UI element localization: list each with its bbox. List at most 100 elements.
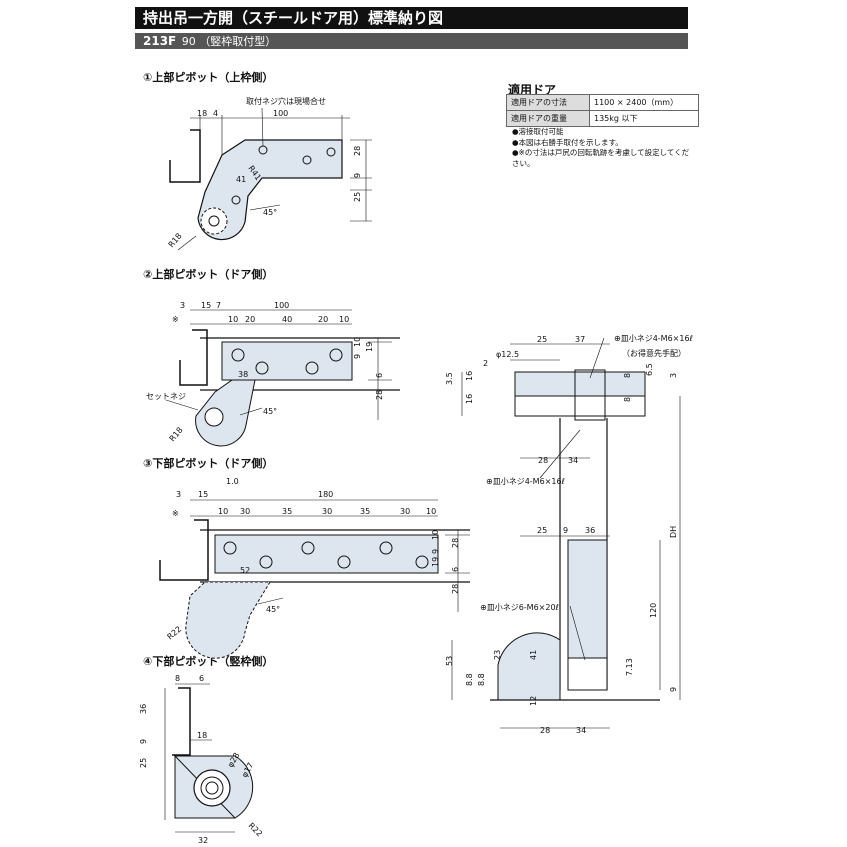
dim-label: 35 xyxy=(360,507,370,516)
dim-label: φ12.5 xyxy=(496,350,519,359)
dim-label: 4 xyxy=(213,109,218,118)
dim-label: 20 xyxy=(318,315,328,324)
dim-label: 28 xyxy=(451,584,460,594)
pivot-hole xyxy=(200,207,228,235)
dim-label: 3.5 xyxy=(445,372,454,385)
screw-note: ⊕皿小ネジ6-M6×20ℓ xyxy=(480,603,559,612)
pivot-arm xyxy=(195,379,256,447)
dim-label: 3 xyxy=(669,373,678,378)
dim-label: 19 xyxy=(365,342,374,352)
mount-type: （竪枠取付型） xyxy=(199,35,277,48)
dim-label: 45° xyxy=(266,605,280,614)
dim-label: 16 xyxy=(465,394,474,404)
dim-label: 38 xyxy=(238,370,248,379)
dim-label: 30 xyxy=(322,507,332,516)
dim-label: 35 xyxy=(282,507,292,516)
pivot-arm xyxy=(197,139,343,241)
note-item: ●本図は右勝手取付を示します。 xyxy=(512,137,623,147)
note-item: ●溶接取付可能 xyxy=(512,127,564,136)
dim-label: R22 xyxy=(247,821,265,839)
dim-label: 10 xyxy=(218,507,228,516)
dim-label: 6 xyxy=(199,674,204,683)
dim-label: 2 xyxy=(483,359,488,368)
dim-label: 10 xyxy=(339,315,349,324)
dim-label: 120 xyxy=(649,603,658,618)
dim-label: 52 xyxy=(240,566,250,575)
dim-label: 8 xyxy=(623,397,632,402)
door-spec-title: 適用ドア xyxy=(508,83,557,97)
dim-label: 37 xyxy=(575,335,585,344)
frame-channel xyxy=(159,519,209,581)
top-frame xyxy=(514,371,646,397)
dim-label: 7.13 xyxy=(625,658,634,676)
dim-note: 取付ネジ穴は現場合せ xyxy=(246,96,326,106)
dim-label: 36 xyxy=(139,704,148,714)
dim-label: 100 xyxy=(273,109,288,118)
dim-label: 34 xyxy=(576,726,586,735)
dim-label: R18 xyxy=(167,231,184,249)
section-4-title: ④下部ピボット（竪枠側） xyxy=(143,655,274,668)
drawing-lower-pivot-door: 3 15 1.0 180 10 30 35 30 35 30 10 ※ 52 1… xyxy=(159,477,470,659)
dim-label: 28 xyxy=(353,146,362,156)
dim-label: 25 xyxy=(139,758,148,768)
dim-label: 8.8 xyxy=(465,673,474,686)
dim-label: 10 xyxy=(228,315,238,324)
dim-label: 6 xyxy=(375,373,384,378)
note-item: ●※の寸法は戸尻の回転軌跡を考慮して設定してください。 xyxy=(512,148,690,168)
dim-label: 8 xyxy=(623,373,632,378)
dim-label: 18 xyxy=(197,109,207,118)
dim-label: 3 xyxy=(180,301,185,310)
dim-label: 1.0 xyxy=(226,477,239,486)
dim-label: 30 xyxy=(240,507,250,516)
dim-label: 7 xyxy=(216,301,221,310)
dim-label: 9 xyxy=(669,687,678,692)
dim-label: 32 xyxy=(198,836,208,845)
pivot-arm xyxy=(185,581,271,659)
dim-label: 28 xyxy=(375,390,384,400)
dim-label: 25 xyxy=(537,335,547,344)
dim-label: 18 xyxy=(197,731,207,740)
model-number: 213F xyxy=(143,34,177,48)
dim-label: 45° xyxy=(263,407,277,416)
dim-mark: ※ xyxy=(172,509,179,518)
dim-label: 34 xyxy=(568,456,578,465)
dim-label: R22 xyxy=(166,625,184,642)
dim-label: 28 xyxy=(451,538,460,548)
spec-label: 適用ドアの重量 xyxy=(506,110,590,127)
spec-value: 135kg 以下 xyxy=(589,110,699,127)
dim-label: 9 xyxy=(353,354,362,359)
drawing-upper-pivot-frame: 18 4 100 取付ネジ穴は現場合せ R41 41 28 9 25 45° R… xyxy=(167,96,372,251)
section-2-title: ②上部ピボット（ドア側） xyxy=(143,268,274,281)
model-bar: 213F 90 （竪枠取付型） xyxy=(135,33,688,49)
table-row: 適用ドアの重量 135kg 以下 xyxy=(506,110,699,127)
dim-label: 15 xyxy=(201,301,211,310)
dim-label: 28 xyxy=(538,456,548,465)
pivot-plate xyxy=(214,534,439,574)
screw-note: ⊕皿小ネジ4-M6×16ℓ xyxy=(486,477,565,486)
dim-label: 9 xyxy=(563,526,568,535)
dim-label: 10 xyxy=(431,530,440,540)
drawing-side-elevation: φ12.5 25 37 ⊕皿小ネジ4-M6×16ℓ （お得意先手配） 2 3.5… xyxy=(445,334,693,735)
dim-label: 9 xyxy=(353,173,362,178)
model-suffix: 90 xyxy=(181,35,196,48)
screw-note: ⊕皿小ネジ4-M6×16ℓ xyxy=(614,334,693,343)
dim-label: 180 xyxy=(318,490,333,499)
dim-label: 6 xyxy=(451,567,460,572)
dim-label: 28 xyxy=(540,726,550,735)
dim-label: 15 xyxy=(198,490,208,499)
page-title: 持出吊一方開（スチールドア用）標準納り図 xyxy=(135,7,688,29)
pivot-plate xyxy=(221,341,353,381)
dim-note: セットネジ xyxy=(146,392,186,401)
dim-label: 10 xyxy=(353,337,362,347)
spec-label: 適用ドアの寸法 xyxy=(506,94,590,111)
drawing-upper-pivot-door: 3 15 7 100 10 20 40 20 10 ※ 38 10 9 19 6… xyxy=(146,301,400,447)
dim-label: 3 xyxy=(176,490,181,499)
dim-label: DH xyxy=(669,526,678,538)
drawing-lower-pivot-frame: 8 6 36 9 25 18 φ28 φ17 R22 32 xyxy=(139,674,264,845)
frame-channel xyxy=(169,129,201,183)
dim-label: 25 xyxy=(537,526,547,535)
dim-mark: ※ xyxy=(172,315,179,324)
door-leaf xyxy=(567,539,608,659)
section-3-title: ③下部ピボット（ドア側） xyxy=(143,457,274,470)
